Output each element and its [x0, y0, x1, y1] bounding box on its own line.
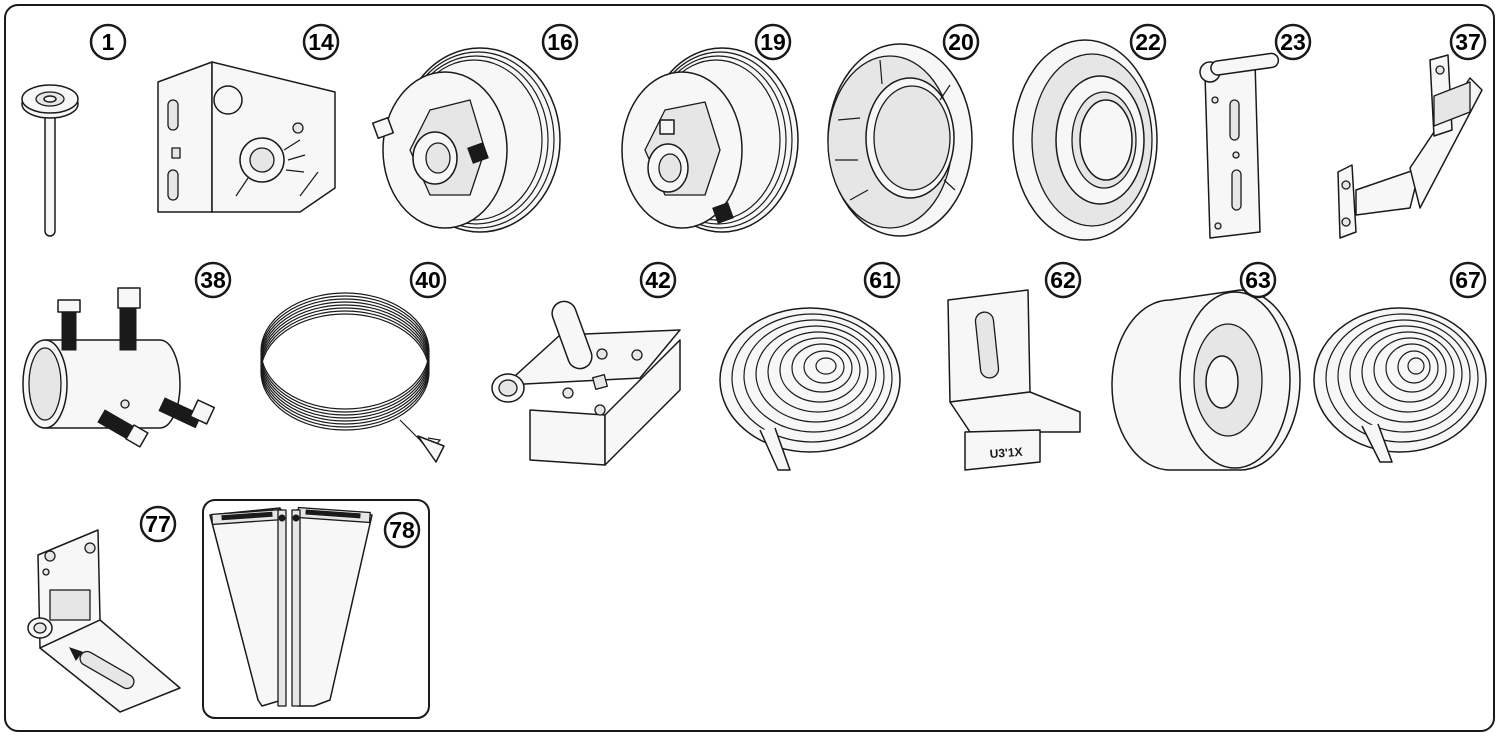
badge-label: 37 — [1455, 29, 1481, 55]
part-16-cable-drum — [371, 47, 561, 233]
part-number-badges: 1 14 16 19 20 22 23 37 — [89, 23, 1487, 549]
badge-label: 23 — [1280, 29, 1306, 55]
badge-p38: 38 — [194, 261, 232, 299]
badge-p14: 14 — [302, 23, 340, 61]
badge-p77: 77 — [139, 505, 177, 543]
part-38-coupling — [22, 287, 216, 448]
badge-p42: 42 — [639, 261, 677, 299]
badge-p78: 78 — [383, 511, 421, 549]
svg-text:U3'1X: U3'1X — [989, 445, 1023, 461]
badge-label: 22 — [1135, 29, 1161, 55]
badge-p19: 19 — [754, 23, 792, 61]
badge-label: 63 — [1245, 267, 1271, 293]
badge-p23: 23 — [1274, 23, 1312, 61]
badge-p67: 67 — [1449, 261, 1487, 299]
badge-p22: 22 — [1129, 23, 1167, 61]
part-67-spring — [1313, 307, 1487, 463]
part-78-box — [202, 499, 430, 719]
badge-label: 77 — [145, 511, 171, 537]
part-63-wheel — [1111, 289, 1301, 471]
part-40-cable — [260, 292, 445, 463]
badge-p37: 37 — [1449, 23, 1487, 61]
part-77-hinge-bracket — [27, 529, 181, 713]
badge-label: 67 — [1455, 267, 1481, 293]
badge-label: 42 — [645, 267, 671, 293]
badge-label: 1 — [102, 29, 115, 55]
part-61-spring — [719, 307, 901, 471]
badge-label: 40 — [415, 267, 441, 293]
diagram-frame — [4, 4, 1495, 732]
part-78-seals — [209, 506, 373, 707]
part-20-ring — [827, 43, 973, 237]
badge-p1: 1 — [89, 23, 127, 61]
badge-label: 61 — [869, 267, 895, 293]
part-23-plate — [1199, 52, 1280, 239]
part-42-hinge — [491, 300, 681, 466]
badge-label: 16 — [547, 29, 573, 55]
badge-p40: 40 — [409, 261, 447, 299]
badge-label: 20 — [948, 29, 974, 55]
part-19-cable-drum — [621, 47, 799, 233]
badge-label: 62 — [1050, 267, 1076, 293]
badge-p16: 16 — [541, 23, 579, 61]
part-14-bracket — [157, 61, 336, 213]
badge-label: 14 — [308, 29, 334, 55]
badge-label: 78 — [389, 517, 415, 543]
badge-label: 38 — [200, 267, 226, 293]
part-22-ring — [1012, 39, 1158, 241]
part-62-l-bracket: U3'1X — [947, 289, 1081, 471]
badge-p62: 62 — [1044, 261, 1082, 299]
badge-p61: 61 — [863, 261, 901, 299]
badge-p63: 63 — [1239, 261, 1277, 299]
part-37-support-arm — [1337, 54, 1483, 239]
badge-label: 19 — [760, 29, 786, 55]
part-1-roller — [21, 84, 79, 237]
badge-p20: 20 — [942, 23, 980, 61]
